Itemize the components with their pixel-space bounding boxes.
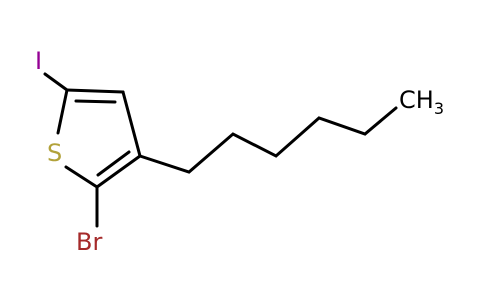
methyl-subscript: 3	[434, 99, 444, 118]
bond-c3-c2	[95, 154, 142, 189]
bond-c5-c4	[65, 88, 125, 94]
bond-s-c5	[56, 88, 69, 135]
methyl-label-main: CH	[399, 86, 434, 114]
bond-c5-c4-double	[74, 99, 117, 104]
methyl-label: CH3	[399, 86, 444, 118]
bromine-label: Br	[76, 228, 102, 256]
bond-c5-iodine	[43, 72, 69, 92]
bond-c4-c3	[121, 90, 142, 158]
bond-c3-c2-double	[96, 150, 131, 177]
bond-c2-s	[64, 165, 99, 189]
sulfur-label: S	[47, 139, 62, 167]
hexyl-chain	[138, 106, 398, 174]
iodine-label: I	[35, 47, 42, 75]
